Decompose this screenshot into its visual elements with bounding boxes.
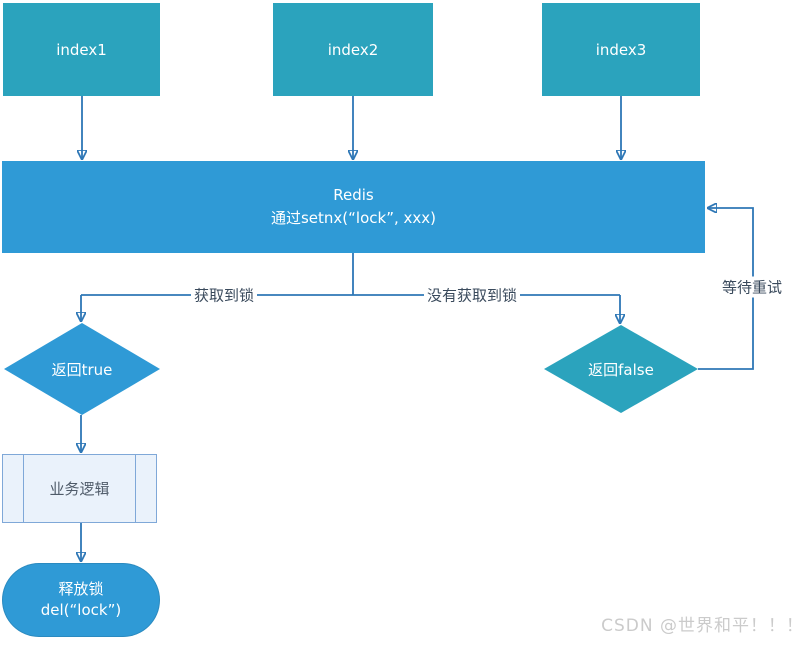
- node-redis-title: Redis: [333, 186, 374, 204]
- csdn-watermark: CSDN @世界和平！！！: [601, 616, 804, 636]
- node-index3: index3: [542, 3, 700, 96]
- node-return-true-label: 返回true: [51, 360, 113, 379]
- node-return-false-label: 返回false: [588, 360, 654, 379]
- node-index2-label: index2: [327, 40, 379, 59]
- node-business-logic-label: 业务逻辑: [49, 480, 110, 498]
- node-release-lock-line2: del(“lock”): [40, 601, 122, 619]
- node-release-lock-line1: 释放锁: [58, 580, 104, 598]
- edge-label-acquired-lock: 获取到锁: [190, 284, 258, 306]
- node-index2: index2: [273, 3, 433, 96]
- edge-label-not-acquired-lock: 没有获取到锁: [423, 284, 521, 306]
- node-release-lock: 释放锁 del(“lock”): [2, 563, 160, 637]
- node-index1-label: index1: [56, 40, 107, 59]
- node-index1: index1: [3, 3, 160, 96]
- node-redis: Redis 通过setnx(“lock”, xxx): [2, 161, 705, 253]
- edge-label-wait-retry: 等待重试: [718, 276, 786, 298]
- node-redis-subtitle: 通过setnx(“lock”, xxx): [270, 209, 436, 227]
- node-index3-label: index3: [595, 40, 647, 59]
- node-business-logic: 业务逻辑: [2, 454, 157, 523]
